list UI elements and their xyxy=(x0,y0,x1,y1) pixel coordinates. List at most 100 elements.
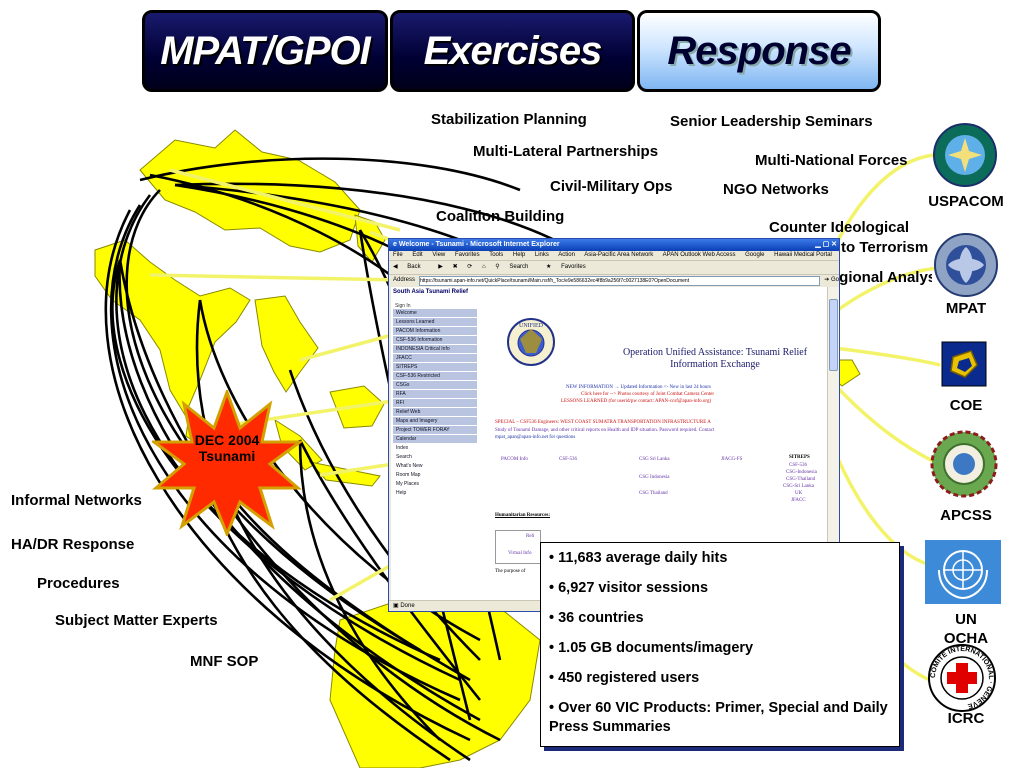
link-owa[interactable]: APAN Outlook Web Access xyxy=(662,252,736,258)
window-controls-icon[interactable]: ▁ ▢ ✕ xyxy=(815,241,837,248)
nav-item[interactable]: Lessons Learned xyxy=(393,318,477,327)
stat-visitor-sessions: 6,927 visitor sessions xyxy=(549,579,891,598)
starburst-shape xyxy=(149,387,305,538)
label-to-terrorism: to Terrorism xyxy=(841,239,929,256)
label-regional-analysis: Regional Analysis xyxy=(820,269,932,286)
seal-text: UNIFIED xyxy=(519,323,544,329)
menu-favorites[interactable]: Favorites xyxy=(454,252,480,258)
label-procedures: Procedures xyxy=(37,575,120,592)
go-label: Go xyxy=(830,277,839,283)
tab-exercises-label: Exercises xyxy=(423,28,603,73)
special-notice[interactable]: SPECIAL – CSF536 Engineers: WEST COAST S… xyxy=(495,420,711,425)
virtual-info-link[interactable]: Virtual Info xyxy=(508,551,532,556)
label-hadr-response: HA/DR Response xyxy=(11,536,135,553)
vertical-scrollbar[interactable] xyxy=(827,287,839,601)
nav-item[interactable]: What's New xyxy=(393,462,477,471)
address-input[interactable]: https://tsunami.apan-info.net/QuickPlace… xyxy=(419,275,821,286)
link-csg-thailand[interactable]: CSG Thailand xyxy=(639,491,668,496)
nav-item[interactable]: My Places xyxy=(393,480,477,489)
sitrep-link[interactable]: CSF-536 xyxy=(789,463,808,468)
nav-item[interactable]: Index xyxy=(393,444,477,453)
label-subject-matter-experts: Subject Matter Experts xyxy=(55,612,218,629)
mpat-logo-icon xyxy=(934,233,998,297)
back-arrow-icon: ◀ xyxy=(393,264,400,270)
go-button[interactable]: ➔ Go xyxy=(824,277,839,283)
uspacom-label: USPACOM xyxy=(928,193,1004,210)
home-icon[interactable]: ⌂ xyxy=(482,264,486,270)
nav-item[interactable]: CSF-536 Restricted xyxy=(393,372,477,381)
menu-view[interactable]: View xyxy=(432,252,446,258)
menu-edit[interactable]: Edit xyxy=(412,252,423,258)
nav-item[interactable]: Room Map xyxy=(393,471,477,480)
link-csg-indonesia[interactable]: CSG Indonesia xyxy=(639,475,670,480)
browser-title: Welcome - Tsunami - Microsoft Internet E… xyxy=(398,241,560,248)
sitrep-link[interactable]: CSG-Thailand xyxy=(786,477,816,482)
nav-item[interactable]: Search xyxy=(393,453,477,462)
favorites-button[interactable]: ★ Favorites xyxy=(546,264,594,270)
link-csf-536[interactable]: CSF-536 xyxy=(559,457,578,462)
stat-daily-hits: 11,683 average daily hits xyxy=(549,549,891,568)
nav-item[interactable]: Welcome xyxy=(393,309,477,318)
nav-item[interactable]: RFI xyxy=(393,399,477,408)
nav-item[interactable]: CSGs xyxy=(393,381,477,390)
label-ngo-networks: NGO Networks xyxy=(723,181,829,198)
label-informal-networks: Informal Networks xyxy=(11,492,142,509)
tab-response[interactable]: Response xyxy=(637,10,881,92)
status-text: Done xyxy=(400,603,415,609)
tab-mpat-gpoi[interactable]: MPAT/GPOI xyxy=(142,10,388,92)
contact-link[interactable]: mpat_apan@apan-info.net for questions xyxy=(495,435,576,440)
new-information-link[interactable]: NEW INFORMATION → Updated Information <-… xyxy=(566,385,711,390)
back-button[interactable]: ◀ Back xyxy=(393,264,429,270)
apcss-label: APCSS xyxy=(940,507,992,524)
nav-item[interactable]: RFA xyxy=(393,390,477,399)
scrollbar-thumb[interactable] xyxy=(829,299,838,371)
link-jiacg[interactable]: JIACG-FS xyxy=(721,457,743,462)
menu-tools[interactable]: Tools xyxy=(489,252,504,258)
nav-item[interactable]: Project TOWER FORAY xyxy=(393,426,477,435)
label-senior-leadership: Senior Leadership Seminars xyxy=(670,113,873,130)
lessons-learned-link[interactable]: LESSONS LEARNED (for userid/pw contact: … xyxy=(561,399,712,404)
nav-item[interactable]: PACOM Information xyxy=(393,327,477,336)
stat-registered-users: 450 registered users xyxy=(549,669,891,688)
address-label: Address xyxy=(393,277,416,283)
sitrep-link[interactable]: CSG-Indonesia xyxy=(786,470,817,475)
label-civil-military: Civil-Military Ops xyxy=(550,178,673,195)
stat-countries: 36 countries xyxy=(549,609,891,628)
nav-item[interactable]: SITREPS xyxy=(393,363,477,372)
sitreps-heading: SITREPS xyxy=(789,455,810,460)
browser-title-bar: e Welcome - Tsunami - Microsoft Internet… xyxy=(389,239,839,251)
sign-in-link[interactable]: Sign In xyxy=(395,303,411,309)
label-multinational: Multi-National Forces xyxy=(755,152,908,169)
links-label: Links xyxy=(534,252,549,258)
nav-item[interactable]: Maps and Imagery xyxy=(393,417,477,426)
link-apan[interactable]: Asia-Pacific Area Network xyxy=(584,252,654,258)
nav-item[interactable]: CSF-536 Information xyxy=(393,336,477,345)
menu-help[interactable]: Help xyxy=(512,252,526,258)
link-action[interactable]: Action xyxy=(558,252,575,258)
menu-file[interactable]: File xyxy=(393,252,403,258)
stat-vic-products: Over 60 VIC Products: Primer, Special an… xyxy=(549,699,891,737)
relief-link[interactable]: Reli xyxy=(526,534,535,539)
stop-icon[interactable]: ✖ xyxy=(452,264,458,270)
sitrep-link[interactable]: CSG-Sri Lanka xyxy=(783,484,814,489)
refresh-icon[interactable]: ⟳ xyxy=(467,264,473,270)
search-button[interactable]: ⚲ Search xyxy=(495,264,536,270)
label-multilateral: Multi-Lateral Partnerships xyxy=(473,143,659,160)
link-csg-sri-lanka[interactable]: CSG Sri Lanka xyxy=(639,457,670,462)
nav-item[interactable]: Calendar xyxy=(393,435,477,444)
nav-item[interactable]: Relief Web xyxy=(393,408,477,417)
link-pacom-info[interactable]: PACOM Info xyxy=(501,457,528,462)
icrc-logo-icon: COMITE INTERNATIONAL · GENEVE xyxy=(928,644,996,712)
callout-line1: DEC 2004 xyxy=(194,432,260,448)
link-hawaii[interactable]: Hawaii Medical Portal xyxy=(774,252,832,258)
tab-exercises[interactable]: Exercises xyxy=(390,10,635,92)
photos-link[interactable]: Click here for --> Photos courtesy of Jo… xyxy=(581,392,715,397)
coe-logo-icon xyxy=(941,341,987,387)
nav-item[interactable]: Help xyxy=(393,489,477,498)
nav-item[interactable]: JFACC xyxy=(393,354,477,363)
sitrep-link[interactable]: UK xyxy=(795,491,803,496)
sitrep-link[interactable]: JFACC xyxy=(791,498,806,503)
nav-item[interactable]: INDONESIA Critical Info xyxy=(393,345,477,354)
forward-arrow-icon[interactable]: ▶ xyxy=(438,264,443,270)
link-google[interactable]: Google xyxy=(745,252,765,258)
